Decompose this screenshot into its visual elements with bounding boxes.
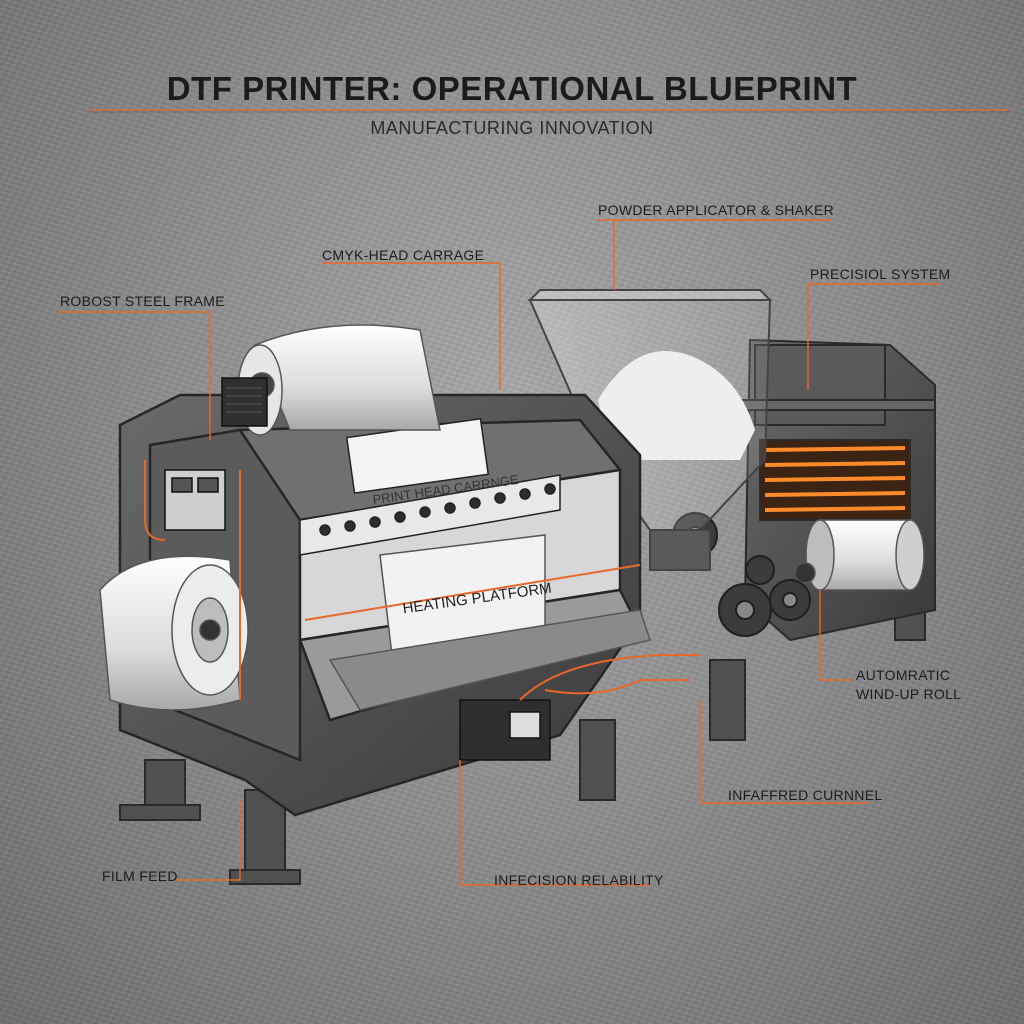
callout-wind-up-line2: WIND-UP ROLL	[856, 686, 962, 702]
page-title: DTF PRINTER: OPERATIONAL BLUEPRINT	[166, 70, 858, 107]
heating-platform	[328, 534, 651, 711]
machine-legs	[119, 559, 926, 885]
cable-routing	[144, 460, 700, 701]
callout-precision-system: PRECISIOL SYSTEM	[810, 266, 951, 282]
page-subtitle: MANUFACTURING INNOVATION	[370, 118, 654, 138]
callout-wind-up-line1: AUTOMRATIC	[856, 667, 951, 683]
control-panel	[164, 469, 551, 761]
top-film-roll	[237, 324, 441, 436]
callout-wind-up-roll: AUTOMRATIC WIND-UP ROLL	[856, 666, 961, 704]
infrared-module	[739, 338, 936, 642]
film-feed-roll	[99, 555, 249, 711]
callout-film-feed: FILM FEED	[102, 868, 178, 884]
callout-cmyk-head: CMYK-HEAD CARRAGE	[322, 247, 485, 263]
callout-infrared-tunnel: INFAFFRED CURNNEL	[728, 787, 883, 803]
powder-hopper	[527, 289, 773, 571]
callout-steel-frame: ROBOST STEEL FRAME	[60, 293, 225, 309]
wind-up-roll	[794, 519, 925, 591]
callout-precision-reliability: INFECISION RELABILITY	[494, 872, 664, 888]
callout-powder-applicator: POWDER APPLICATOR & SHAKER	[598, 202, 835, 218]
callout-leaders	[58, 219, 940, 886]
print-head-carriage	[299, 417, 561, 556]
motor	[221, 377, 268, 427]
